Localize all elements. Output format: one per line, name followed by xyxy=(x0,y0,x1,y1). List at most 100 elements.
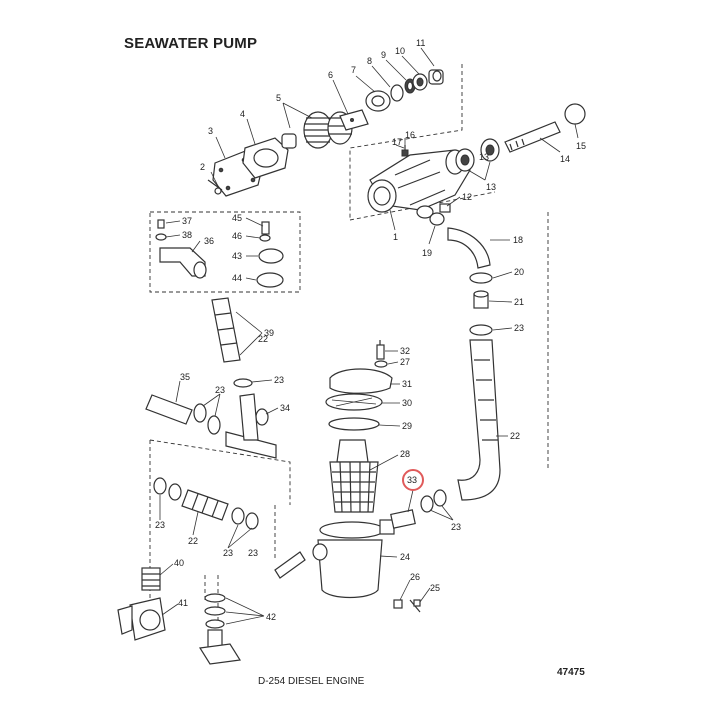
seal-8-9 xyxy=(390,78,416,102)
bolt-32 xyxy=(376,340,385,360)
callout-23a: 23 xyxy=(514,323,524,333)
clamp-23-right xyxy=(469,324,493,336)
elbow-18 xyxy=(447,227,491,269)
callout-32: 32 xyxy=(400,346,410,356)
callout-31: 31 xyxy=(402,379,412,389)
screw-25 xyxy=(409,599,421,613)
callout-23f: 23 xyxy=(223,548,233,558)
callout-3: 3 xyxy=(208,126,213,136)
callout-22c: 22 xyxy=(258,334,268,344)
callout-14: 14 xyxy=(560,154,570,164)
bolt-45 xyxy=(261,221,270,235)
thru-hull-42 xyxy=(198,593,242,665)
callout-45: 45 xyxy=(232,213,242,223)
callout-43: 43 xyxy=(232,251,242,261)
gasket-29 xyxy=(328,417,380,431)
callout-36: 36 xyxy=(204,236,214,246)
washer-46 xyxy=(259,234,271,242)
callout-34: 34 xyxy=(280,403,290,413)
plate-43 xyxy=(258,248,284,264)
strainer-basket-28 xyxy=(329,439,379,513)
fitting-12 xyxy=(439,203,451,213)
diagram-title: SEAWATER PUMP xyxy=(124,35,258,52)
callout-29: 29 xyxy=(402,421,412,431)
clamps-23-lower-left xyxy=(153,477,259,530)
plug-26 xyxy=(393,599,403,609)
callout-8: 8 xyxy=(367,56,372,66)
callout-33-highlight xyxy=(402,469,424,491)
callout-38: 38 xyxy=(182,230,192,240)
seacock-41 xyxy=(117,597,166,641)
callout-16: 16 xyxy=(405,130,415,140)
hose-39 xyxy=(211,297,253,388)
callout-6: 6 xyxy=(328,70,333,80)
hose-22-left xyxy=(181,489,229,521)
callout-30: 30 xyxy=(402,398,412,408)
callout-9: 9 xyxy=(381,50,386,60)
callout-24: 24 xyxy=(400,552,410,562)
strainer-body-24 xyxy=(312,519,395,599)
bearing-10-11 xyxy=(412,69,444,91)
callout-labels: 1 2 3 4 5 6 7 8 9 10 11 12 13 13 14 15 1… xyxy=(155,38,586,622)
fitting-33 xyxy=(390,509,416,529)
callout-41: 41 xyxy=(178,598,188,608)
screw-2 xyxy=(207,179,223,195)
leader-lines xyxy=(159,47,579,625)
callout-4: 4 xyxy=(240,109,245,119)
callout-44: 44 xyxy=(232,273,242,283)
callout-28: 28 xyxy=(400,449,410,459)
fitting-left-strainer xyxy=(274,551,306,579)
glass-30 xyxy=(325,393,383,411)
clamp-19 xyxy=(429,212,445,226)
callout-23c: 23 xyxy=(215,385,225,395)
callout-18: 18 xyxy=(513,235,523,245)
shaft-14 xyxy=(504,121,561,153)
callout-39: 39 xyxy=(264,328,274,338)
callout-17: 17 xyxy=(392,137,402,147)
callout-42: 42 xyxy=(266,612,276,622)
callout-23d: 23 xyxy=(274,375,284,385)
callout-10: 10 xyxy=(395,46,405,56)
tee-34 xyxy=(225,393,277,459)
washer-27 xyxy=(374,360,388,368)
cover-31 xyxy=(329,368,393,394)
figure-number: 47475 xyxy=(557,667,585,678)
callout-22b: 22 xyxy=(188,536,198,546)
bearings-13 xyxy=(455,138,500,172)
callout-35: 35 xyxy=(180,372,190,382)
callout-21: 21 xyxy=(514,297,524,307)
callout-26: 26 xyxy=(410,572,420,582)
callout-37: 37 xyxy=(182,216,192,226)
fitting-40 xyxy=(141,567,161,591)
callout-33: 33 xyxy=(407,475,417,485)
callout-20: 20 xyxy=(514,267,524,277)
diagram-caption: D-254 DIESEL ENGINE xyxy=(258,676,365,687)
callout-15: 15 xyxy=(576,141,586,151)
callout-23g: 23 xyxy=(248,548,258,558)
callout-23e: 23 xyxy=(155,520,165,530)
callout-5: 5 xyxy=(276,93,281,103)
callout-22a: 22 xyxy=(510,431,520,441)
callout-2: 2 xyxy=(200,162,205,172)
callout-46: 46 xyxy=(232,231,242,241)
callout-23b: 23 xyxy=(451,522,461,532)
bolt-37 xyxy=(157,219,165,229)
pump-housing-1 xyxy=(367,149,471,219)
hose-35 xyxy=(145,394,193,425)
clamp-20 xyxy=(469,272,493,284)
callout-1: 1 xyxy=(393,232,398,242)
wear-plate-7 xyxy=(365,90,391,112)
washer-38 xyxy=(155,233,167,241)
callout-12: 12 xyxy=(462,192,472,202)
callout-27: 27 xyxy=(400,357,410,367)
callout-40: 40 xyxy=(174,558,184,568)
callout-11: 11 xyxy=(416,38,425,48)
callout-19: 19 xyxy=(422,248,432,258)
snap-ring-15 xyxy=(564,103,586,125)
callout-25: 25 xyxy=(430,583,440,593)
hose-22-right xyxy=(457,339,501,501)
cam-6 xyxy=(339,109,369,131)
callout-13a: 13 xyxy=(479,152,489,162)
